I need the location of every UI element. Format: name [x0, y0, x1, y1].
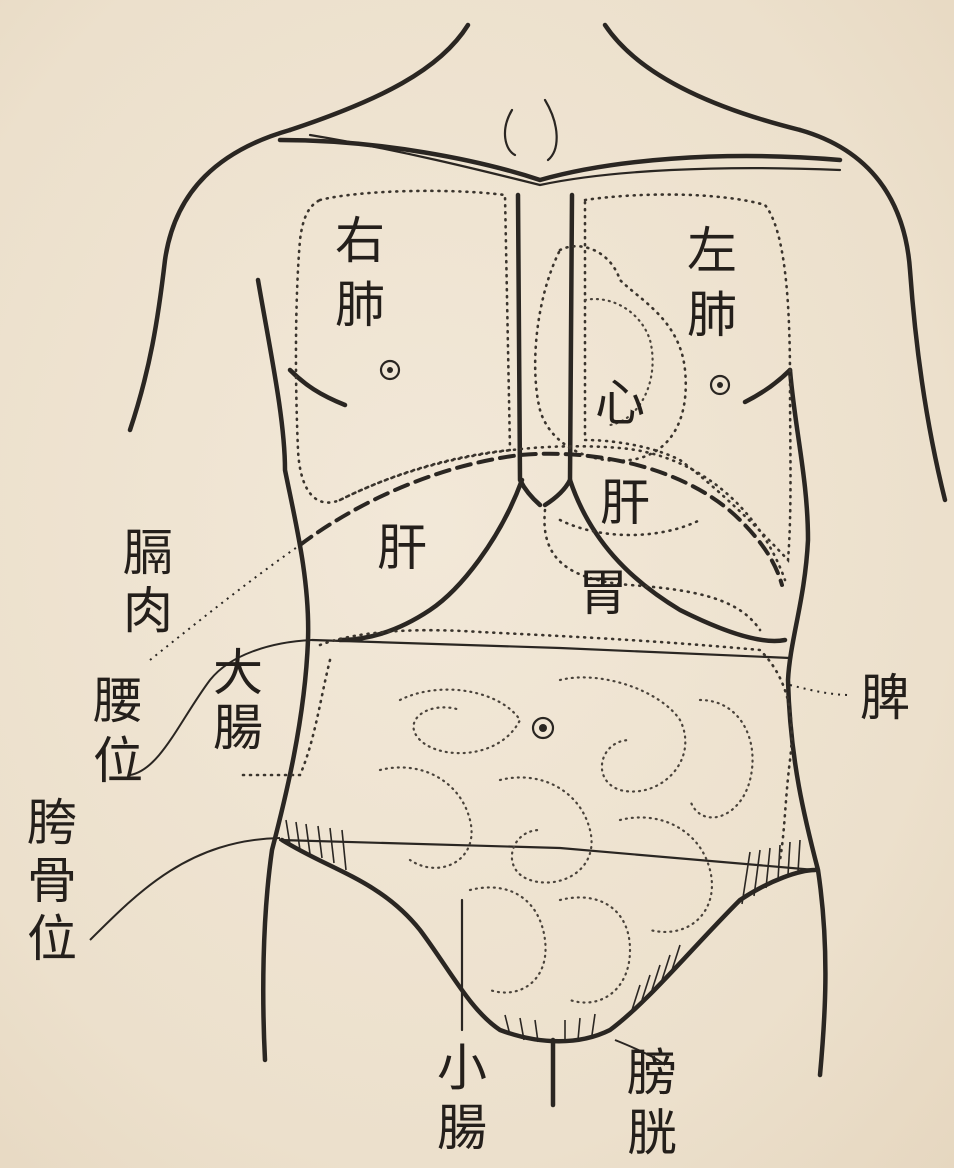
- spleen-label: 脾: [860, 669, 910, 727]
- right-armpit-crease: [290, 370, 345, 405]
- right-lung-outline: [296, 191, 510, 503]
- left-lung-label-2: 肺: [687, 286, 737, 344]
- throat-notch: [505, 100, 557, 160]
- navel-center: [539, 724, 547, 732]
- clavicle-upper: [280, 140, 840, 180]
- body-marks: [381, 361, 729, 738]
- bladder-label-1: 膀: [627, 1044, 677, 1102]
- small-intestine-label-1: 小: [437, 1039, 487, 1097]
- diaphragm-label-2: 肉: [123, 582, 173, 640]
- sternum-right: [545, 195, 572, 505]
- diaphragm-line: [300, 454, 782, 585]
- clavicle-lower: [310, 135, 840, 185]
- left-shoulder-arm: [130, 130, 290, 430]
- torso-right-side: [788, 370, 825, 1075]
- waist-position-label-2: 位: [93, 732, 143, 790]
- large-intestine-outline: [240, 630, 792, 860]
- body-outline: [130, 25, 945, 1105]
- hip-line: [280, 840, 815, 870]
- pelvis-outline: [282, 840, 815, 1041]
- right-lung-label-1: 右: [335, 212, 385, 270]
- left-lung-label-1: 左: [687, 222, 737, 280]
- organ-labels: 右 肺 左 肺 心 肝 肝 胃 脾 大 腸 小 腸 膀 胱 膈 肉 腰 位 胯 …: [27, 212, 910, 1162]
- diaphragm-label-1: 膈: [123, 524, 173, 582]
- hip-bone-label-3: 位: [27, 910, 77, 968]
- torso-left-side: [258, 280, 308, 1060]
- left-armpit-crease: [745, 370, 790, 402]
- large-intestine-label-1: 大: [213, 644, 263, 702]
- neck-right-line: [605, 25, 800, 130]
- right-lung-label-2: 肺: [335, 276, 385, 334]
- heart-label: 心: [595, 374, 645, 432]
- hip-bone-label-2: 骨: [27, 852, 77, 910]
- left-nipple-center: [717, 382, 723, 388]
- liver-left-label: 肝: [600, 474, 650, 532]
- neck-left-line: [290, 25, 468, 130]
- hip-bone-pointer: [90, 838, 280, 940]
- stomach-outline: [544, 510, 760, 630]
- small-intestine-label-2: 腸: [437, 1099, 487, 1157]
- waist-position-label-1: 腰: [93, 672, 143, 730]
- bladder-label-2: 胱: [627, 1104, 677, 1162]
- sternum-left: [518, 195, 540, 505]
- liver-right-label: 肝: [377, 519, 427, 577]
- right-nipple-center: [387, 367, 393, 373]
- right-shoulder-arm: [800, 130, 945, 500]
- large-intestine-label-2: 腸: [213, 699, 263, 757]
- waist-line: [312, 640, 790, 658]
- stomach-label: 胃: [578, 564, 628, 622]
- hip-bone-label-1: 胯: [27, 794, 77, 852]
- spleen-pointer: [790, 685, 850, 695]
